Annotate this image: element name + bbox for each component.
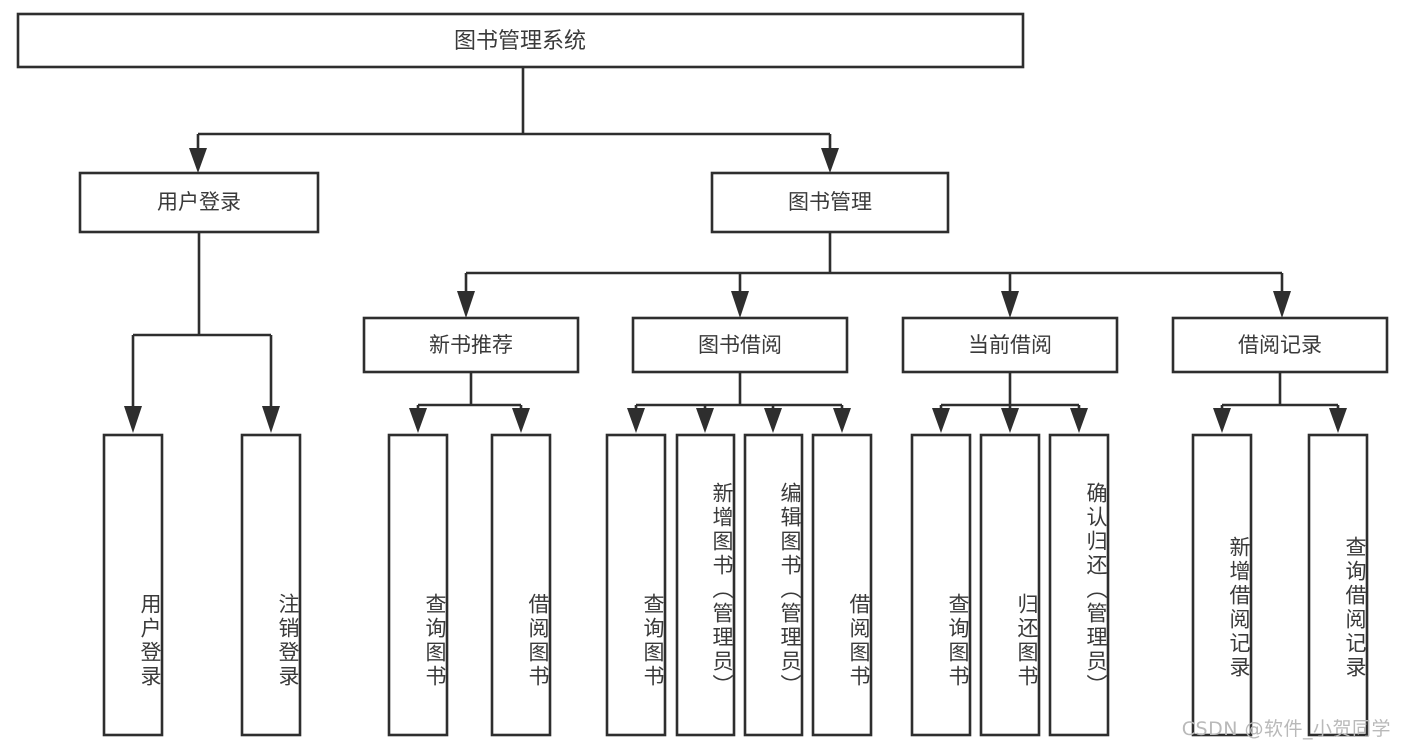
node-current-borrow[interactable]: 当前借阅 xyxy=(901,316,1119,374)
arrow-head-book-borrow-3 xyxy=(833,408,851,433)
node-borrow-record[interactable]: 借阅记录 xyxy=(1171,316,1389,374)
leaf-box-current-borrow-2[interactable] xyxy=(1048,433,1110,737)
leaf-box-new-book-0[interactable] xyxy=(387,433,449,737)
node-user-login[interactable]: 用户登录 xyxy=(78,171,320,234)
leaf-box-current-borrow-1[interactable] xyxy=(979,433,1041,737)
node-current-borrow-label: 当前借阅 xyxy=(968,333,1052,357)
arrow-head-new-book-0 xyxy=(409,408,427,433)
arrow-head-user-login-1 xyxy=(262,406,280,433)
leaf-box-borrow-record-0[interactable] xyxy=(1191,433,1253,737)
arrow-head-borrow-record-1 xyxy=(1329,408,1347,433)
node-book-borrow-box[interactable] xyxy=(631,316,849,374)
node-current-borrow-box[interactable] xyxy=(901,316,1119,374)
node-book-management[interactable]: 图书管理 xyxy=(710,171,950,234)
arrow-head-current-borrow-2 xyxy=(1070,408,1088,433)
arrow-head-level2-2 xyxy=(1001,291,1019,318)
arrow-head-level1-1 xyxy=(821,148,839,173)
leaf-box-book-borrow-1[interactable] xyxy=(675,433,736,737)
leaf-box-user-login-0[interactable] xyxy=(102,433,164,737)
node-book-borrow[interactable]: 图书借阅 xyxy=(631,316,849,374)
arrow-head-current-borrow-1 xyxy=(1001,408,1019,433)
arrow-head-book-borrow-1 xyxy=(696,408,714,433)
node-root-label: 图书管理系统 xyxy=(454,29,586,54)
node-root[interactable]: 图书管理系统 xyxy=(16,12,1025,69)
arrow-head-user-login-0 xyxy=(124,406,142,433)
arrow-head-level2-3 xyxy=(1273,291,1291,318)
arrow-head-new-book-1 xyxy=(512,408,530,433)
leaf-box-current-borrow-0[interactable] xyxy=(910,433,972,737)
node-borrow-record-box[interactable] xyxy=(1171,316,1389,374)
node-book-management-label: 图书管理 xyxy=(788,190,872,214)
node-root-box[interactable] xyxy=(16,12,1025,69)
csdn-watermark: CSDN @软件_小贺同学 xyxy=(1181,718,1391,740)
leaf-box-book-borrow-3[interactable] xyxy=(811,433,873,737)
leaf-box-user-login-1[interactable] xyxy=(240,433,302,737)
arrow-head-level2-1 xyxy=(731,291,749,318)
node-book-borrow-label: 图书借阅 xyxy=(698,333,782,357)
arrow-head-level2-0 xyxy=(457,291,475,318)
arrow-head-borrow-record-0 xyxy=(1213,408,1231,433)
node-book-management-box[interactable] xyxy=(710,171,950,234)
leaf-box-book-borrow-2[interactable] xyxy=(743,433,804,737)
arrow-head-book-borrow-2 xyxy=(764,408,782,433)
node-borrow-record-label: 借阅记录 xyxy=(1238,333,1322,357)
leaf-box-borrow-record-1[interactable] xyxy=(1307,433,1369,737)
leaf-box-book-borrow-0[interactable] xyxy=(605,433,667,737)
node-new-book-recommend-label: 新书推荐 xyxy=(429,333,513,357)
node-new-book-recommend-box[interactable] xyxy=(362,316,580,374)
node-user-login-label: 用户登录 xyxy=(157,190,241,214)
arrow-head-level1-0 xyxy=(189,148,207,173)
arrow-head-book-borrow-0 xyxy=(627,408,645,433)
arrow-head-current-borrow-0 xyxy=(932,408,950,433)
node-new-book-recommend[interactable]: 新书推荐 xyxy=(362,316,580,374)
leaf-box-new-book-1[interactable] xyxy=(490,433,552,737)
